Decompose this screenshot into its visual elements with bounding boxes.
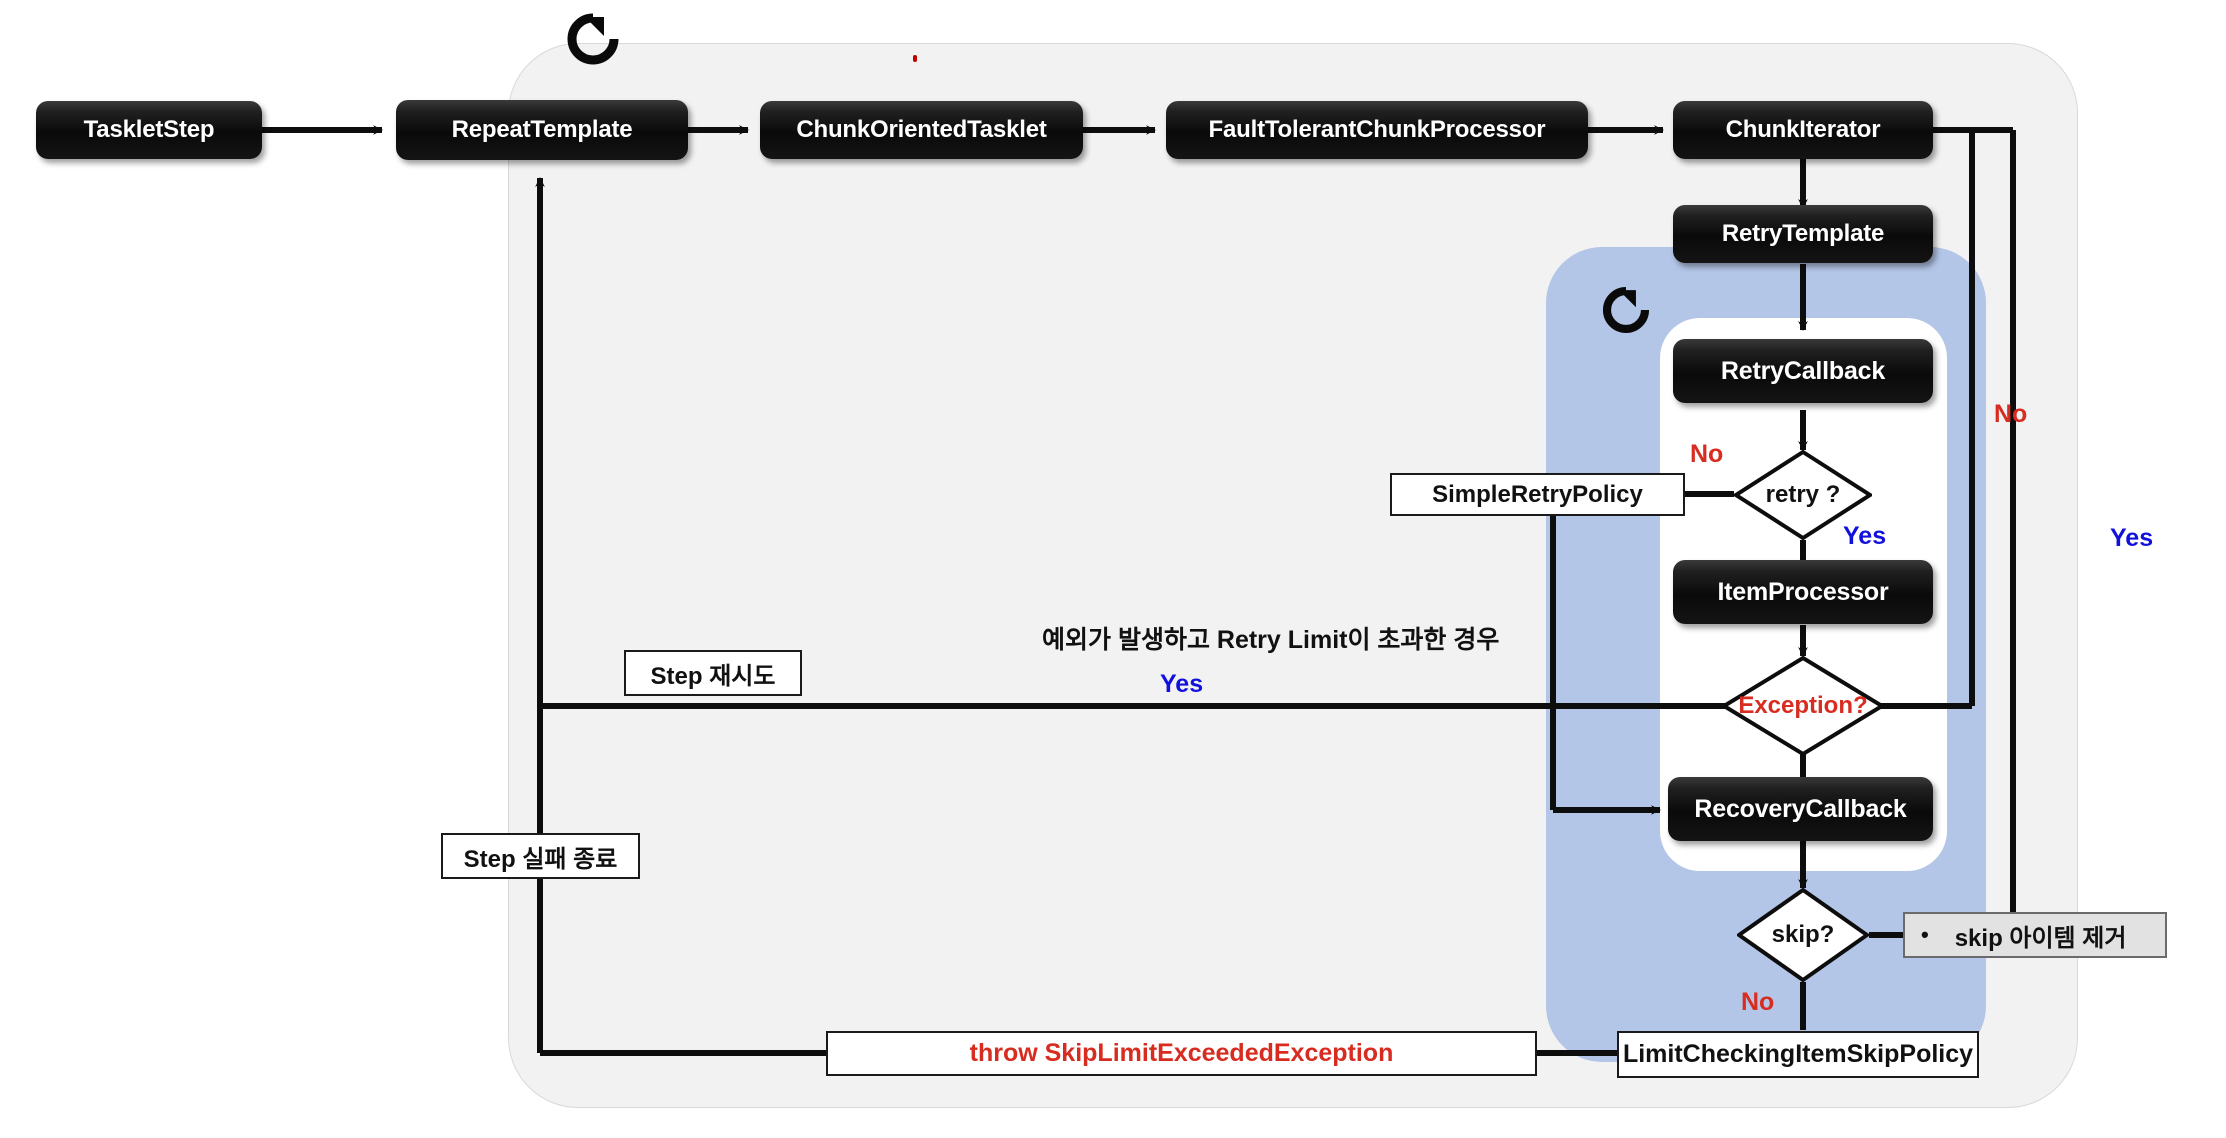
node-chunk-iterator[interactable]: ChunkIterator <box>1673 101 1933 159</box>
node-retry-template[interactable]: RetryTemplate <box>1673 205 1933 263</box>
node-label: TaskletStep <box>83 116 215 143</box>
edge-label-chunk-iterator-yes: Yes <box>2110 524 2154 552</box>
box-simple-retry-policy[interactable]: SimpleRetryPolicy <box>1390 473 1685 516</box>
box-label: SimpleRetryPolicy <box>1432 480 1643 508</box>
annotation-retry-limit-exceeded: 예외가 발생하고 Retry Limit이 초과한 경우 <box>1042 626 1500 654</box>
note-skip-item-removal[interactable]: • skip 아이템 제거 <box>1903 912 2167 958</box>
decision-skip[interactable]: skip? <box>1737 888 1869 982</box>
node-label: RetryCallback <box>1720 356 1886 385</box>
edge-label-exception-yes: Yes <box>1160 670 1204 698</box>
node-tasklet-step[interactable]: TaskletStep <box>36 101 262 159</box>
node-label: ItemProcessor <box>1717 577 1889 606</box>
note-step-fail-end[interactable]: Step 실패 종료 <box>441 833 640 879</box>
note-label: skip 아이템 제거 <box>1954 924 2127 952</box>
edge-label-retry-no: No <box>1690 440 1724 468</box>
node-item-processor[interactable]: ItemProcessor <box>1673 560 1933 624</box>
node-label: FaultTolerantChunkProcessor <box>1208 116 1546 143</box>
edge-label-skip-no: No <box>1741 988 1775 1016</box>
box-label: LimitCheckingItemSkipPolicy <box>1622 1040 1974 1068</box>
node-retry-callback[interactable]: RetryCallback <box>1673 339 1933 403</box>
box-throw-skip-limit-exception[interactable]: throw SkipLimitExceededException <box>826 1031 1537 1076</box>
node-chunk-oriented-tasklet[interactable]: ChunkOrientedTasklet <box>760 101 1083 159</box>
note-label: Step 재시도 <box>650 662 776 690</box>
repeat-loop-icon <box>562 8 624 75</box>
node-label: RepeatTemplate <box>451 116 633 143</box>
node-repeat-template[interactable]: RepeatTemplate <box>396 100 688 160</box>
note-label: Step 실패 종료 <box>463 845 618 873</box>
box-limit-checking-item-skip-policy[interactable]: LimitCheckingItemSkipPolicy <box>1617 1031 1979 1078</box>
node-recovery-callback[interactable]: RecoveryCallback <box>1668 777 1933 841</box>
node-label: ChunkIterator <box>1725 116 1881 143</box>
node-label: ChunkOrientedTasklet <box>796 116 1047 143</box>
node-fault-tolerant-chunk-processor[interactable]: FaultTolerantChunkProcessor <box>1166 101 1588 159</box>
retry-loop-icon <box>1598 282 1654 343</box>
stray-red-dot <box>913 55 917 62</box>
node-label: RecoveryCallback <box>1694 794 1907 823</box>
edge-label-right-rail-no: No <box>1994 400 2028 428</box>
node-label: RetryTemplate <box>1721 220 1885 247</box>
decision-exception[interactable]: Exception? <box>1722 656 1884 756</box>
note-step-retry[interactable]: Step 재시도 <box>624 650 802 696</box>
bullet-icon: • <box>1921 922 1929 947</box>
edge-label-retry-yes: Yes <box>1843 522 1887 550</box>
box-label: throw SkipLimitExceededException <box>969 1039 1394 1067</box>
